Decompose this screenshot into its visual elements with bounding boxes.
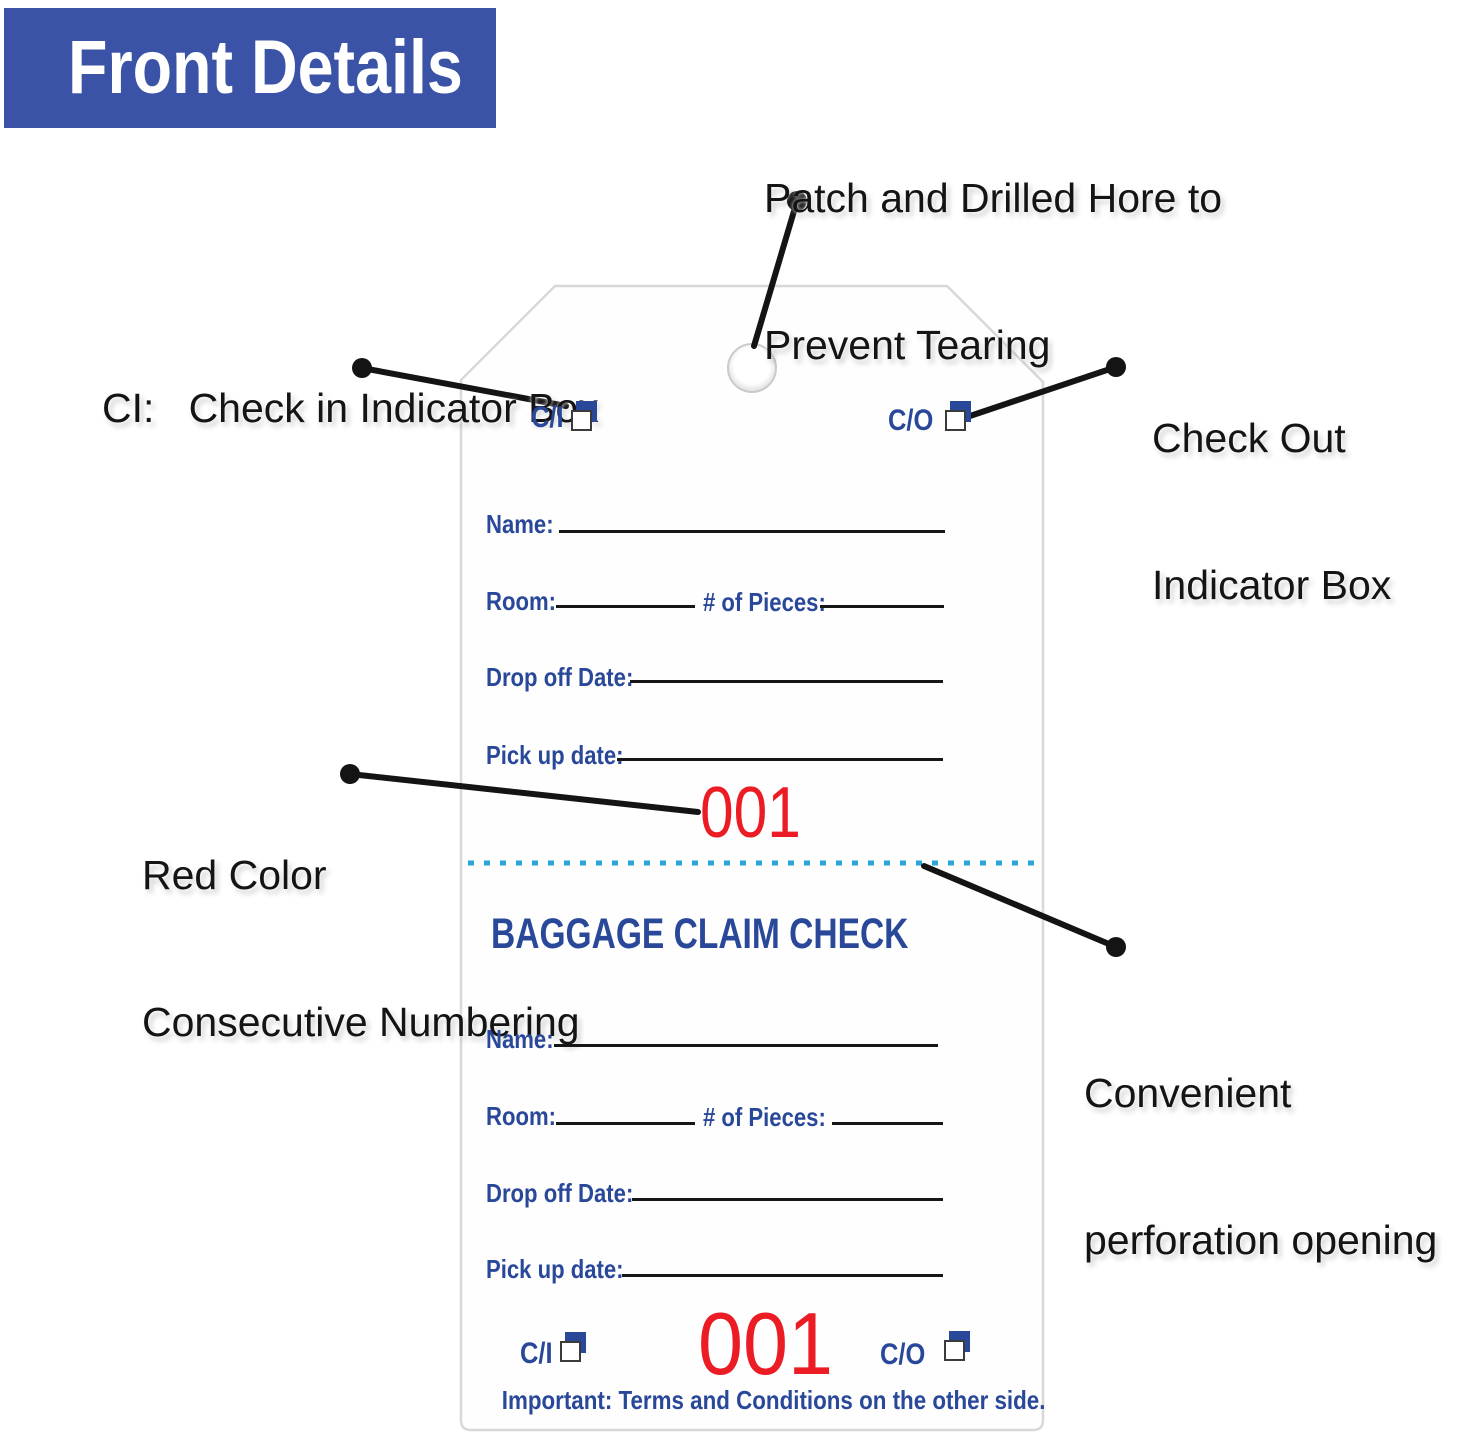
checkbox-icon: [560, 1341, 581, 1362]
dropoff-blank-line-top: [630, 680, 943, 683]
annotation-check-out-line2: Indicator Box: [1152, 562, 1392, 608]
check-out-indicator-box-top: [945, 401, 971, 431]
callout-dot-red-numbering: [340, 764, 360, 784]
callout-dot-check-out: [1106, 357, 1126, 377]
annotation-check-in-text: CI: Check in Indicator Box: [102, 385, 599, 431]
callout-dot-check-in: [352, 358, 372, 378]
callout-line-check-out: [964, 364, 1119, 420]
check-out-label-top: C/O: [888, 404, 934, 437]
serial-number-bottom: 001: [698, 1294, 834, 1393]
annotation-check-out: Check Out Indicator Box: [1152, 316, 1391, 708]
serial-number-top: 001: [700, 773, 801, 853]
annotation-perforation: Convenient perforation opening: [1084, 971, 1437, 1363]
room-label-bottom: Room:: [486, 1101, 556, 1131]
check-in-label-top: C/I: [531, 401, 564, 434]
pickup-label-bottom: Pick up date:: [486, 1254, 624, 1284]
pickup-label-top: Pick up date:: [486, 740, 624, 770]
annotation-red-numbering-line1: Red Color: [142, 852, 327, 898]
annotation-check-in: CI: Check in Indicator Box: [102, 286, 599, 531]
banner: Front Details: [4, 8, 496, 128]
annotation-patch-line2: Prevent Tearing: [764, 322, 1051, 368]
annotation-patch: Patch and Drilled Hore to Prevent Tearin…: [764, 76, 1222, 468]
callout-line-check-in: [359, 365, 569, 409]
checkbox-icon: [945, 410, 966, 431]
pieces-label-bottom: # of Pieces:: [703, 1102, 826, 1132]
checkbox-icon: [944, 1340, 965, 1361]
hang-tag-outline: [459, 284, 1045, 1432]
name-label-top: Name:: [486, 509, 554, 539]
annotation-red-numbering: Red Color Consecutive Numbering: [142, 753, 580, 1145]
check-in-label-bottom: C/I: [520, 1337, 553, 1370]
room-blank-line-top: [556, 605, 695, 608]
dropoff-label-top: Drop off Date:: [486, 662, 634, 692]
pieces-label-top: # of Pieces:: [703, 587, 826, 617]
annotation-red-numbering-line2: Consecutive Numbering: [142, 999, 580, 1045]
terms-footer: Important: Terms and Conditions on the o…: [501, 1385, 1046, 1415]
check-out-label-bottom: C/O: [880, 1338, 926, 1371]
room-blank-line-bottom: [556, 1122, 695, 1125]
callout-dot-perforation: [1106, 937, 1126, 957]
page-title: Front Details: [68, 25, 463, 110]
name-blank-line-top: [559, 530, 945, 533]
check-out-indicator-box-bottom: [944, 1331, 970, 1361]
pickup-blank-line-bottom: [622, 1274, 943, 1277]
annotation-perforation-line1: Convenient: [1084, 1070, 1292, 1116]
callout-line-patch: [751, 198, 800, 349]
check-in-indicator-box-top: [571, 401, 597, 431]
room-label-top: Room:: [486, 586, 556, 616]
annotation-check-out-line1: Check Out: [1152, 415, 1346, 461]
callout-line-red-numbering: [347, 771, 701, 815]
pieces-blank-line-top: [820, 605, 944, 608]
dropoff-blank-line-bottom: [632, 1198, 943, 1201]
name-blank-line-bottom: [554, 1044, 938, 1047]
callout-line-perforation: [921, 863, 1119, 950]
name-label-bottom: Name:: [486, 1024, 554, 1054]
check-in-indicator-box-bottom: [560, 1332, 586, 1362]
annotation-patch-line1: Patch and Drilled Hore to: [764, 175, 1223, 221]
dropoff-label-bottom: Drop off Date:: [486, 1178, 634, 1208]
baggage-claim-check-title: BAGGAGE CLAIM CHECK: [491, 910, 909, 958]
checkbox-icon: [571, 410, 592, 431]
pieces-blank-line-bottom: [832, 1122, 943, 1125]
annotation-perforation-line2: perforation opening: [1084, 1217, 1438, 1263]
pickup-blank-line-top: [617, 758, 943, 761]
callout-dot-patch: [787, 191, 807, 211]
